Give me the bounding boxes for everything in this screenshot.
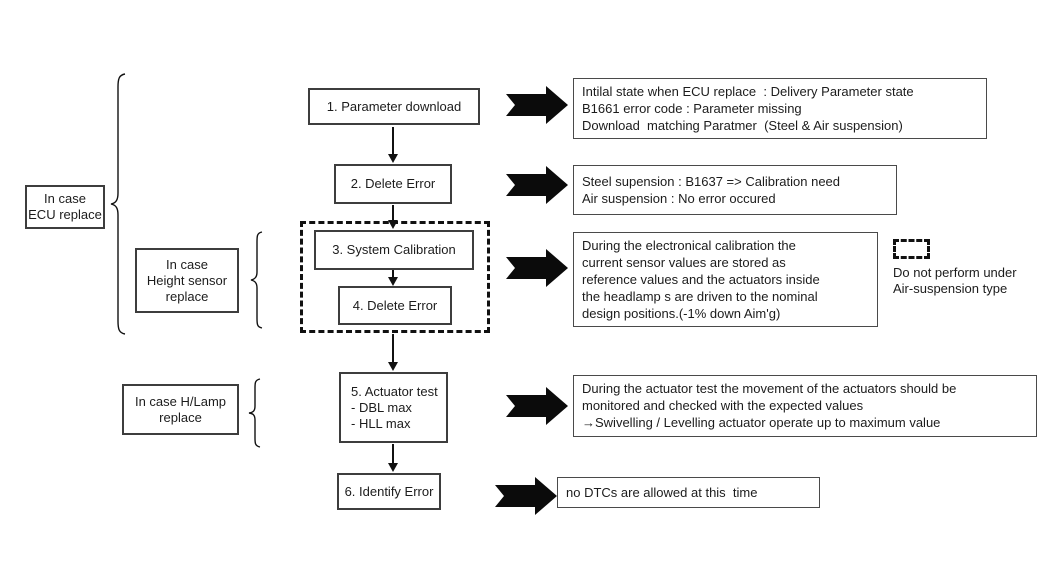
note-actuator-test: During the actuator test the movement of…: [573, 375, 1037, 437]
step-2-delete-error: 2. Delete Error: [334, 164, 452, 204]
brace-headlamp: [247, 378, 265, 448]
brace-ecu-replace: [108, 73, 130, 335]
block-arrow-2: [506, 166, 568, 204]
block-arrow-1: [506, 86, 568, 124]
down-arrow-5-6: [387, 444, 399, 472]
block-arrow-5: [495, 477, 557, 515]
down-arrow-3-4: [387, 270, 399, 286]
block-arrow-3: [506, 249, 568, 287]
case-label-headlamp-replace: In case H/Lamp replace: [122, 384, 239, 435]
down-arrow-4-5: [387, 334, 399, 371]
step-6-identify-error: 6. Identify Error: [337, 473, 441, 510]
down-arrow-1-2: [387, 127, 399, 163]
note-identify-error: no DTCs are allowed at this time: [557, 477, 820, 508]
note-delete-error: Steel supension : B1637 => Calibration n…: [573, 165, 897, 215]
note-system-calibration: During the electronical calibration the …: [573, 232, 878, 327]
down-arrow-2-3: [387, 205, 399, 229]
note-parameter-download: Intilal state when ECU replace : Deliver…: [573, 78, 987, 139]
block-arrow-4: [506, 387, 568, 425]
legend-dashed-rect-icon: [893, 239, 930, 259]
case-label-ecu-replace: In case ECU replace: [25, 185, 105, 229]
brace-height-sensor: [249, 231, 267, 329]
legend-note: Do not perform under Air-suspension type: [893, 265, 1017, 296]
case-label-height-sensor-replace: In case Height sensor replace: [135, 248, 239, 313]
step-1-parameter-download: 1. Parameter download: [308, 88, 480, 125]
step-4-delete-error: 4. Delete Error: [338, 286, 452, 325]
step-3-system-calibration: 3. System Calibration: [314, 230, 474, 270]
step-5-actuator-test: 5. Actuator test - DBL max - HLL max: [339, 372, 448, 443]
